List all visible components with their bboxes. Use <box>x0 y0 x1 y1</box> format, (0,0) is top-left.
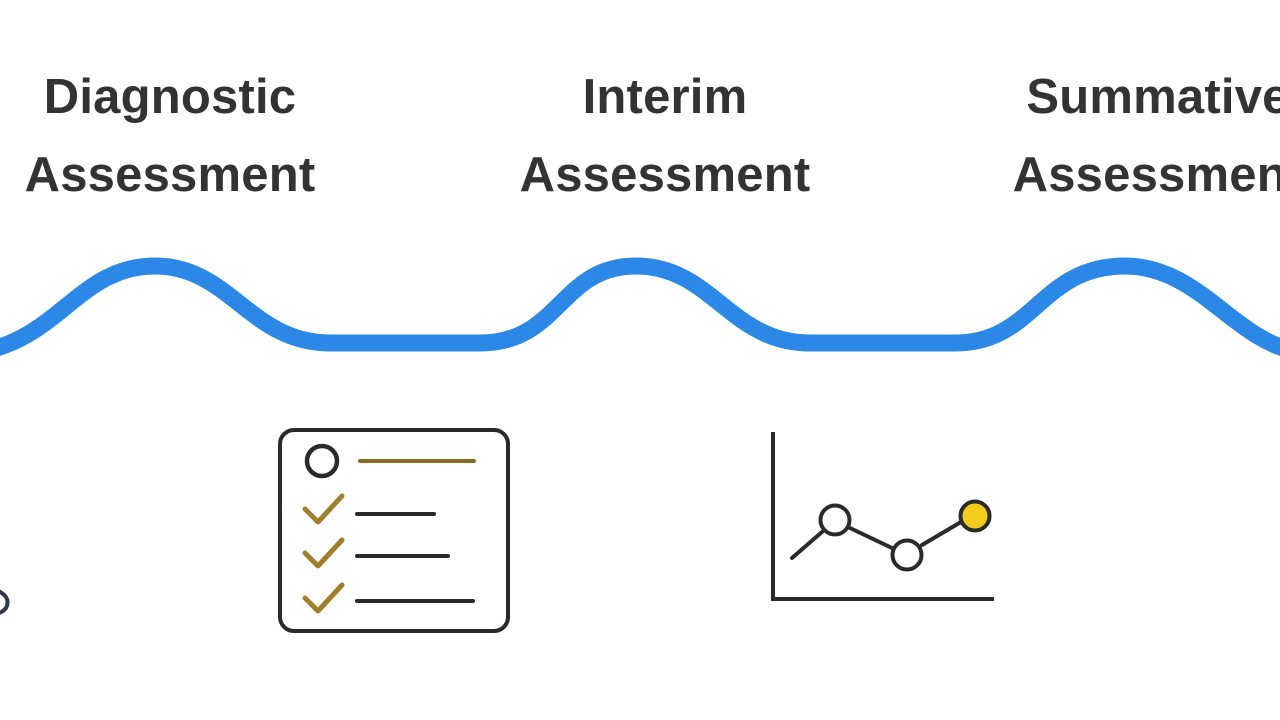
diagnostic-assessment-title: Diagnostic Assessment <box>10 58 330 214</box>
chart-point-1 <box>818 503 852 537</box>
checklist-icon <box>278 428 510 633</box>
interim-title-line-2: Assessment <box>519 148 811 202</box>
chart-segment-2 <box>848 526 894 550</box>
summative-title-line-2: Assessment <box>1012 148 1280 202</box>
diagnostic-title-line-2: Assessment <box>24 148 316 202</box>
checkmark-icon-1 <box>302 493 345 525</box>
diagnostic-title-line-1: Diagnostic <box>43 70 297 124</box>
summative-title-line-1: Summative <box>1026 70 1280 124</box>
chart-axes <box>771 432 994 601</box>
summative-assessment-title: Summative Assessment <box>978 58 1280 214</box>
checklist-card <box>278 428 510 633</box>
checkmark-icon-3 <box>302 582 345 614</box>
interim-assessment-title: Interim Assessment <box>505 58 825 214</box>
line-chart-icon <box>771 432 994 601</box>
partial-icon-left-edge <box>0 589 10 615</box>
interim-title-line-1: Interim <box>582 70 748 124</box>
chart-segment-1 <box>790 530 824 560</box>
checklist-empty-circle-icon <box>304 443 340 479</box>
chart-point-3-highlight <box>958 499 992 533</box>
checkmark-icon-2 <box>302 537 345 569</box>
timeline-wave <box>0 257 1280 356</box>
chart-segment-3 <box>920 520 963 547</box>
chart-point-2 <box>890 538 924 572</box>
